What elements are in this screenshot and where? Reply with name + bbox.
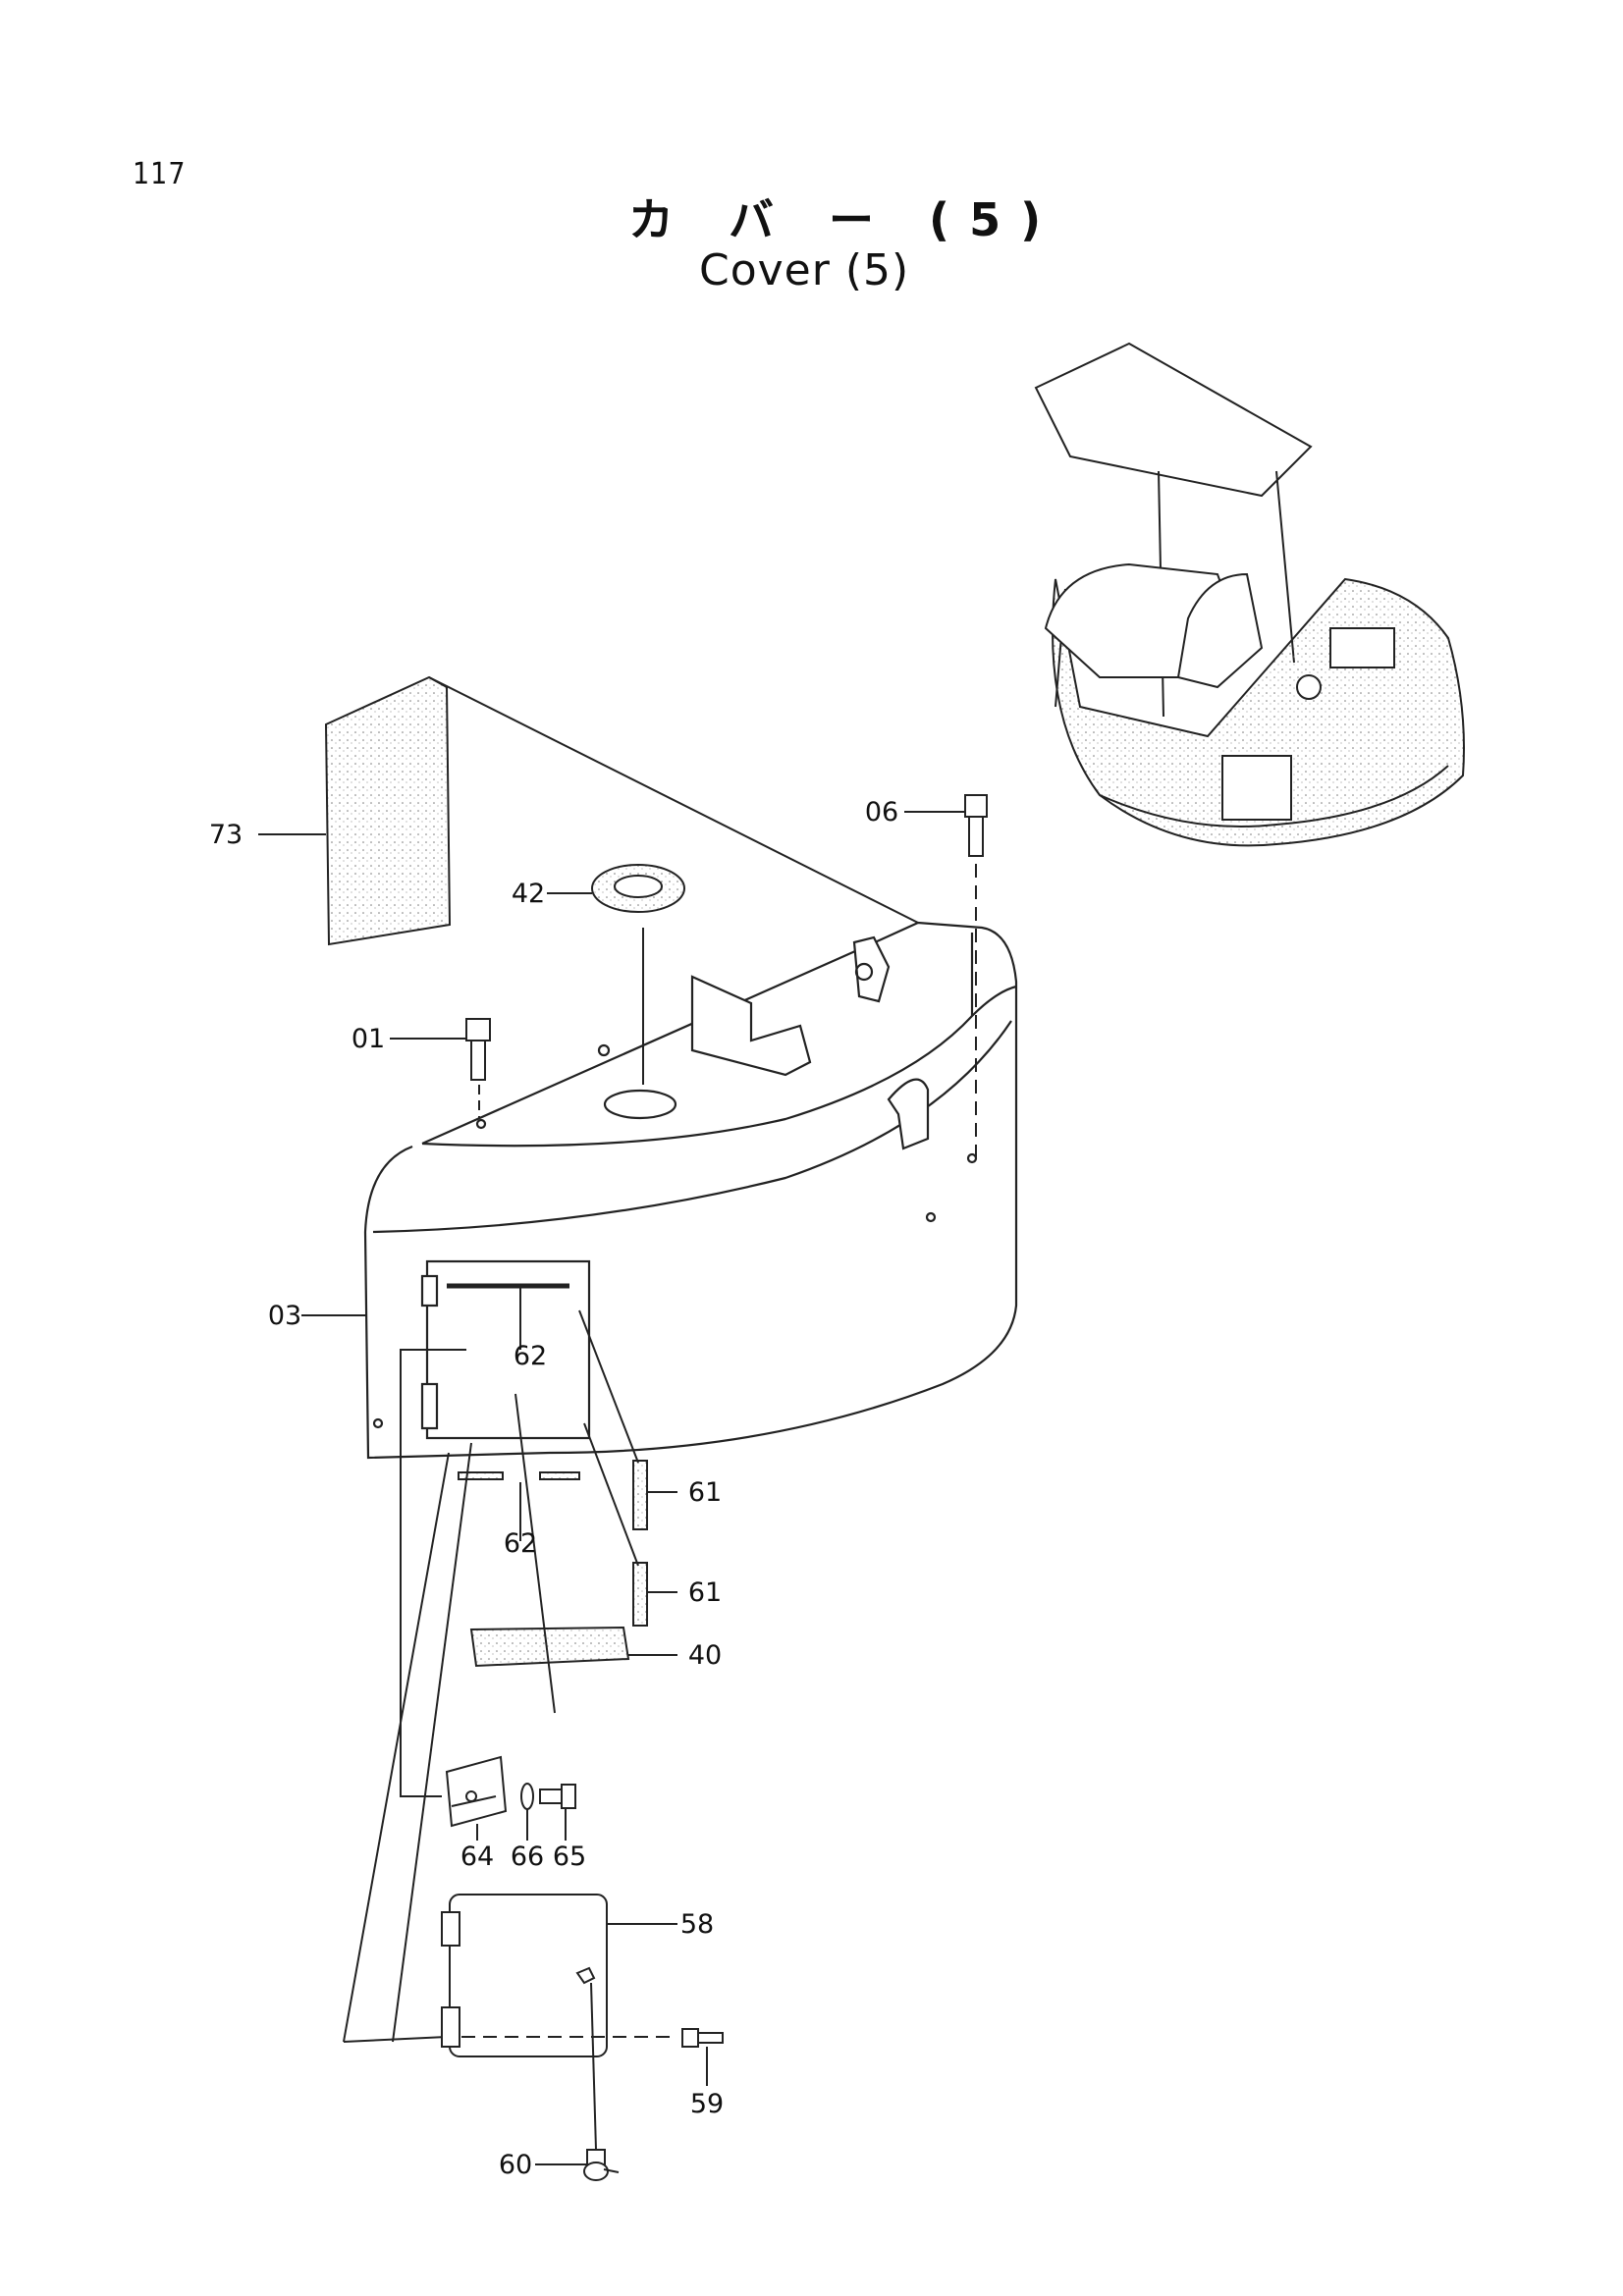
callout-42: 42: [512, 879, 545, 909]
callout-62-lower: 62: [504, 1528, 537, 1559]
callout-58: 58: [680, 1909, 714, 1940]
machine-overview-inset: [1034, 342, 1465, 847]
title-english: Cover (5): [699, 245, 910, 295]
part-40-pad: [469, 1393, 630, 1714]
callout-03: 03: [268, 1301, 301, 1331]
part-65-bolt: [539, 1784, 576, 1809]
callout-62-upper: 62: [514, 1341, 547, 1371]
title-japanese: カ バ ー (5): [628, 193, 1061, 246]
part-58-cover-plate: [441, 1894, 677, 2151]
part-62-strips: [458, 1286, 580, 1541]
part-06-bolt: [964, 794, 988, 1158]
callout-59: 59: [690, 2089, 724, 2119]
callout-61-lower: 61: [688, 1577, 722, 1608]
callout-60: 60: [499, 2150, 532, 2180]
part-66-washer: [520, 1783, 534, 1810]
callout-leaders: [258, 811, 965, 2165]
part-73-pad: [324, 675, 919, 946]
part-61-seals: [578, 1309, 648, 1627]
part-01-bolt: [465, 1018, 491, 1119]
callout-06: 06: [865, 797, 898, 828]
callout-65: 65: [553, 1842, 586, 1872]
callout-40: 40: [688, 1640, 722, 1671]
callout-66: 66: [511, 1842, 544, 1872]
part-59-bolt: [681, 2028, 724, 2048]
part-42-grommet: [591, 864, 685, 1085]
callout-64: 64: [460, 1842, 494, 1872]
part-60-latch: [583, 2149, 620, 2181]
callout-73: 73: [209, 820, 243, 850]
page-number: 117: [133, 157, 187, 191]
part-03-cover-body: [363, 921, 1018, 1460]
assembly-guides: [343, 1349, 472, 2043]
callout-01: 01: [352, 1024, 385, 1054]
callout-labels: 73 06 42 01 03 62 62 61 61 40 64 66 65 5…: [209, 797, 898, 2180]
part-64-clip: [445, 1755, 508, 1828]
callout-61-upper: 61: [688, 1477, 722, 1508]
